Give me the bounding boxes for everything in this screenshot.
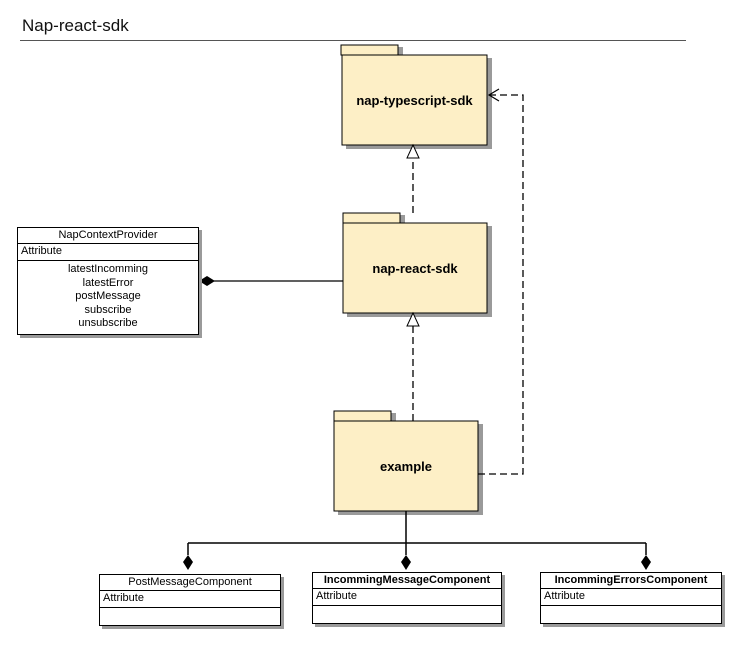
class-name: NapContextProvider	[18, 228, 198, 244]
class-nap-context-provider[interactable]: NapContextProvider Attribute latestIncom…	[17, 227, 199, 335]
composition-provider-to-react	[199, 276, 343, 286]
realization-example-to-react	[406, 311, 420, 421]
realization-react-to-typescript	[406, 143, 420, 213]
class-name: IncommingMessageComponent	[313, 573, 501, 589]
class-post-message-component[interactable]: PostMessageComponent Attribute	[99, 574, 281, 626]
diamond-incomming-message	[401, 555, 411, 570]
class-attribute: Attribute	[313, 589, 501, 606]
operation-post-message: postMessage	[75, 290, 141, 302]
class-incomming-errors-component[interactable]: IncommingErrorsComponent Attribute	[540, 572, 722, 624]
class-attribute: Attribute	[100, 591, 280, 608]
diamond-post-message	[183, 555, 193, 570]
diamond-incomming-errors	[641, 555, 651, 570]
operation-latest-error: latestError	[82, 276, 134, 289]
class-incomming-message-component[interactable]: IncommingMessageComponent Attribute	[312, 572, 502, 624]
operation-latest-incomming: latestIncomming	[67, 263, 149, 275]
operation-unsubscribe: unsubscribe	[78, 317, 138, 329]
class-attribute: Attribute	[18, 244, 198, 261]
package-example[interactable]	[333, 410, 483, 515]
class-attribute: Attribute	[541, 589, 721, 606]
package-label-nap-react-sdk: nap-react-sdk	[372, 260, 458, 276]
class-name: IncommingErrorsComponent	[541, 573, 721, 589]
package-nap-react-sdk[interactable]	[342, 212, 492, 317]
diagram-title: Nap-react-sdk	[22, 16, 129, 35]
composition-example-to-components	[183, 511, 651, 570]
title-divider	[20, 40, 686, 41]
class-operations: latestIncomming latestError postMessage …	[18, 261, 198, 333]
package-label-example: example	[379, 458, 433, 474]
package-nap-typescript-sdk[interactable]	[340, 44, 492, 149]
dependency-example-to-typescript	[478, 88, 524, 475]
package-label-nap-typescript-sdk: nap-typescript-sdk	[356, 92, 473, 108]
operation-subscribe: subscribe	[84, 303, 132, 316]
class-name: PostMessageComponent	[100, 575, 280, 591]
